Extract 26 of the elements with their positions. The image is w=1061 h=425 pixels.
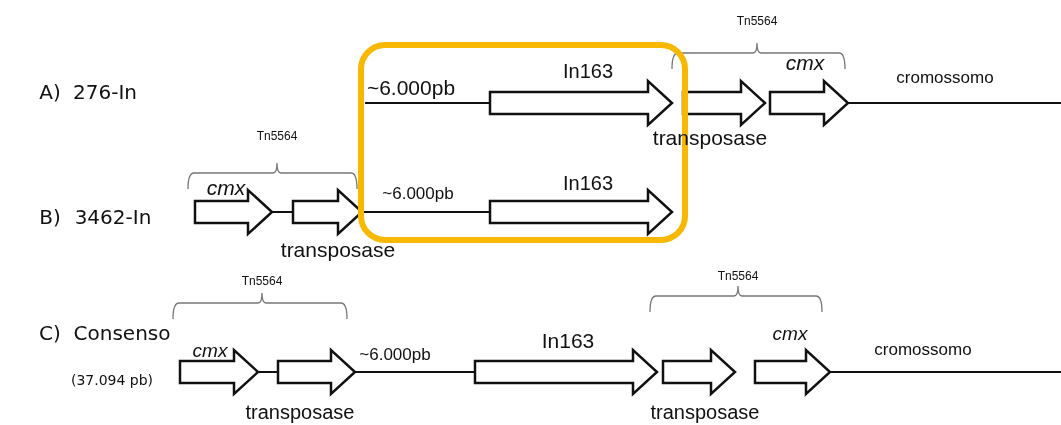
element-label: Tn5564 [736, 15, 778, 29]
element-label: Tn5564 [241, 275, 283, 289]
gene-label: transposase [245, 401, 355, 423]
gene-label: transposase [650, 401, 760, 423]
gene-label: cmx [785, 51, 825, 75]
gene-label: In163 [562, 172, 614, 194]
gene-label: transposase [280, 238, 396, 262]
row-label: Consenso [73, 322, 171, 344]
gene-label: cmx [192, 340, 228, 362]
region-label: cromossomo [874, 340, 972, 360]
element-label: Tn5564 [717, 270, 759, 284]
gene-label: cmx [206, 176, 246, 200]
row-label: 3462-In [74, 206, 152, 228]
row-letter: C) [39, 322, 61, 344]
size-label: ~6.000pb [382, 184, 454, 204]
row-letter: A) [39, 81, 61, 103]
element-label: Tn5564 [256, 130, 298, 144]
gene-label: In163 [562, 60, 614, 82]
size-label: ~6.000pb [359, 345, 431, 365]
gene-label: In163 [541, 329, 595, 353]
row-label: 276-In [73, 81, 137, 103]
gene-label: cmx [772, 323, 808, 345]
region-label: cromossomo [896, 68, 994, 88]
row-letter: B) [39, 206, 61, 228]
size-note: (37.094 pb) [70, 373, 154, 389]
size-label: ~6.000pb [366, 76, 456, 100]
